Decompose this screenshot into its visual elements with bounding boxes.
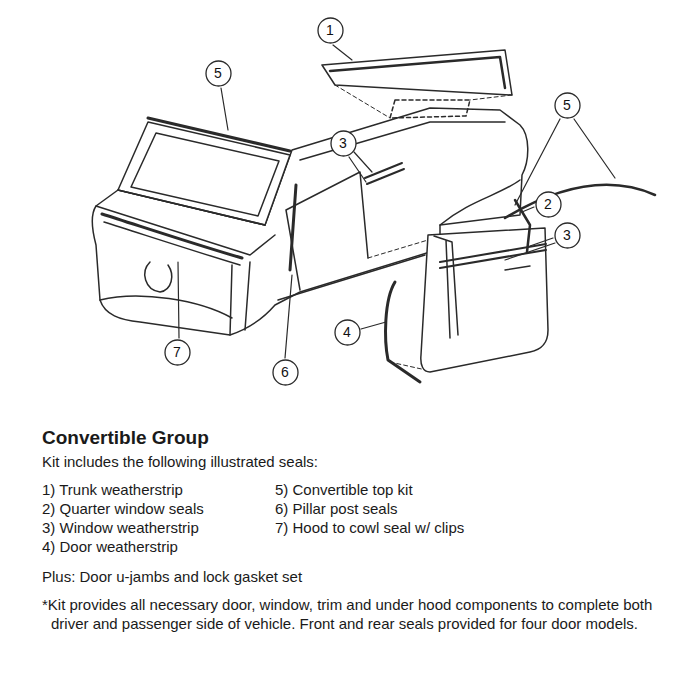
trunk-weatherstrip — [330, 57, 505, 88]
leader-line — [515, 119, 615, 205]
leader-line — [522, 207, 534, 212]
callout-circle: 2 — [535, 191, 562, 218]
door-vent-frame — [434, 236, 458, 338]
callout-circle: 5 — [554, 92, 581, 119]
callout-circle-shape — [555, 223, 580, 248]
callout-circle-shape — [555, 93, 580, 118]
seal-list-item: 7) Hood to cowl seal w/ clips — [275, 518, 464, 537]
callout-number: 4 — [334, 319, 361, 346]
front-inner-fender — [230, 262, 250, 335]
front-panel-detail — [100, 262, 232, 318]
callout-circle: 3 — [554, 222, 581, 249]
callout-circle-shape — [536, 192, 561, 217]
callout-number: 3 — [330, 130, 357, 157]
seal-list-item: 5) Convertible top kit — [275, 480, 413, 499]
seal-list-item: 1) Trunk weatherstrip — [42, 480, 183, 499]
callout-circle: 4 — [334, 319, 361, 346]
rocker-line — [278, 255, 425, 300]
rear-deck — [300, 122, 505, 160]
door-opening — [286, 172, 368, 290]
callout-circle-shape — [335, 320, 360, 345]
windshield-glass — [131, 133, 279, 216]
callout-circle-shape — [331, 131, 356, 156]
leader-line — [361, 322, 386, 329]
callout-circle: 5 — [205, 60, 232, 87]
kit-footnote: *Kit provides all necessary door, window… — [42, 595, 663, 633]
seal-list-item: 6) Pillar post seals — [275, 499, 398, 518]
leader-line — [285, 275, 292, 358]
callout-circle-shape — [165, 340, 190, 365]
cowl-panel — [96, 190, 275, 255]
door-handle — [505, 266, 530, 270]
door-window-weatherstrip — [440, 244, 546, 268]
trunk-projection — [335, 85, 512, 118]
top-seal-arc — [505, 185, 655, 218]
hood-cowl-seal-inner — [104, 222, 240, 265]
callout-circle-shape — [206, 61, 231, 86]
leader-line — [349, 152, 372, 182]
callout-number: 1 — [317, 17, 344, 44]
body-window-weatherstrip — [365, 163, 404, 184]
callout-number: 3 — [554, 222, 581, 249]
windshield-top-seal — [148, 118, 290, 151]
callout-circle: 3 — [330, 130, 357, 157]
callout-number: 6 — [272, 359, 299, 386]
callout-circle: 1 — [317, 17, 344, 44]
extra-parts-note: Plus: Door u-jambs and lock gasket set — [42, 567, 302, 586]
callout-circle: 6 — [272, 359, 299, 386]
pillar-post-seal — [290, 185, 296, 270]
callout-number: 7 — [164, 339, 191, 366]
seal-list-item: 2) Quarter window seals — [42, 499, 204, 518]
hood-cowl-seal — [102, 214, 242, 258]
door-panel — [421, 228, 548, 372]
callout-number: 5 — [554, 92, 581, 119]
leader-line — [221, 88, 228, 130]
leader-lines — [178, 45, 615, 358]
windshield-frame — [118, 122, 290, 225]
callout-number: 5 — [205, 60, 232, 87]
door-projection — [368, 240, 428, 370]
quarter-panel — [440, 180, 520, 225]
trunk-opening — [390, 100, 470, 118]
seal-list-item: 4) Door weatherstrip — [42, 537, 178, 556]
leader-line — [505, 238, 555, 260]
callout-number: 2 — [535, 191, 562, 218]
seal-list-item: 3) Window weatherstrip — [42, 518, 199, 537]
car-body-illustration — [0, 0, 680, 420]
kit-intro: Kit includes the following illustrated s… — [42, 452, 318, 471]
trunk-lid — [322, 50, 512, 95]
kit-title: Convertible Group — [42, 428, 209, 447]
callout-circle-shape — [273, 360, 298, 385]
door-weatherstrip — [386, 282, 420, 382]
callout-circle: 7 — [164, 339, 191, 366]
leader-line — [333, 45, 352, 60]
callout-circle-shape — [318, 18, 343, 43]
leader-line — [178, 262, 179, 338]
